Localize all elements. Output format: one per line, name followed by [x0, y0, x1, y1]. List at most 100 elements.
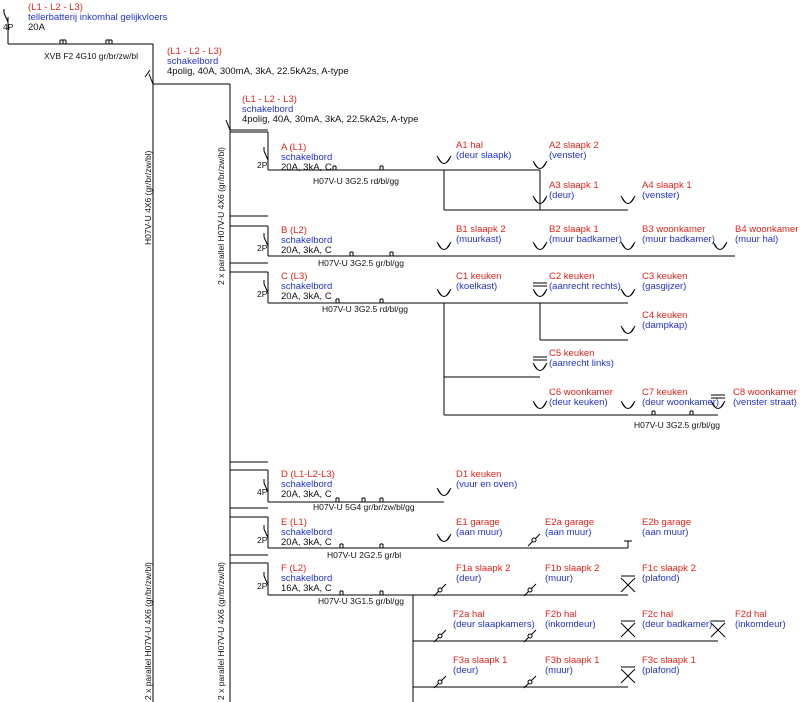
socket-leg: [542, 160, 548, 168]
load-b3-loc: (muur badkamer): [642, 234, 715, 245]
circuit-b-id: B (L2): [281, 225, 307, 236]
load-b1-name: B1 slaapk 2: [456, 224, 506, 235]
load-b1-loc: (muurkast): [456, 234, 502, 245]
socket-leg: [630, 195, 636, 203]
socket-leg: [620, 241, 626, 249]
socket-leg: [532, 195, 538, 203]
circuit-b-board: schakelbord: [281, 235, 333, 246]
load-a3-name: A3 slaapk 1: [549, 180, 599, 191]
sub2-vcable2: 2 x parallel H07V-U 4X6 (gr/br/zw/bl): [216, 562, 226, 700]
circuit-d-cable: H07V-U 5G4 gr/br/zw/bl/gg: [313, 502, 415, 512]
socket-leg: [542, 288, 548, 296]
circuit-f-id: F (L2): [281, 563, 307, 574]
load-c1-loc: (koelkast): [456, 281, 498, 292]
circuit-d-poles: 4P: [257, 487, 268, 497]
load-c5-loc: (aanrecht links): [549, 358, 614, 369]
load-f2b-name: F2b hal: [545, 609, 577, 620]
main-breaker: [3, 12, 9, 23]
sub1-vcable2: 2 x parallel H07V-U 4X6 (gr/br/zw/bl): [143, 562, 153, 700]
load-c3-name: C3 keuken: [642, 271, 688, 282]
breaker-symbol: [263, 236, 269, 247]
switch-dot: [527, 587, 533, 593]
socket-leg: [532, 160, 538, 168]
load-f2d-name: F2d hal: [735, 609, 767, 620]
load-c4-name: C4 keuken: [642, 310, 688, 321]
load-c8-name: C8 woonkamer: [733, 387, 797, 398]
load-e2a-loc: (aan muur): [545, 527, 592, 538]
circuit-e-board: schakelbord: [281, 527, 333, 538]
load-f2c-name: F2c hal: [642, 609, 674, 620]
load-c2-name: C2 keuken: [549, 271, 595, 282]
load-f2a-loc: (deur slaapkamers): [453, 619, 535, 630]
load-f1b-name: F1b slaapk 2: [545, 563, 600, 574]
switch-dot: [527, 679, 533, 685]
socket-leg: [712, 241, 718, 249]
sub2-breaker: [225, 119, 231, 131]
switch-dot: [437, 679, 443, 685]
socket-leg: [532, 288, 538, 296]
circuit-d-spec: 20A, 3kA, C: [281, 489, 332, 500]
load-e1-loc: (aan muur): [456, 527, 503, 538]
load-f3c-name: F3c slaapk 1: [642, 655, 696, 666]
circuit-a-id: A (L1): [281, 142, 307, 153]
sub2-spec: 4polig, 40A, 30mA, 3kA, 22.5kA2s, A-type: [242, 114, 419, 125]
switch-dot: [437, 587, 443, 593]
load-c6-name: C6 woonkamer: [549, 387, 613, 398]
main-poles: 4P: [3, 22, 14, 32]
load-a2-loc: (venster): [549, 150, 587, 161]
main-rating: 20A: [28, 22, 45, 33]
load-e2b-name: E2b garage: [642, 517, 692, 528]
breaker-symbol: [263, 528, 269, 539]
circuit-b-poles: 2P: [257, 243, 268, 253]
lamp-symbol: [620, 577, 636, 593]
lamp-symbol: [620, 622, 636, 638]
load-f2d-loc: (inkomdeur): [735, 619, 786, 630]
circuit-f-board: schakelbord: [281, 573, 333, 584]
load-c4-loc: (dampkap): [642, 320, 688, 331]
load-f1a-loc: (deur): [456, 573, 482, 584]
load-f1b-loc: (muur): [545, 573, 573, 584]
main-title: tellerbatterij inkomhal gelijkvloers: [28, 12, 168, 23]
socket-leg: [542, 400, 548, 408]
main-phases: (L1 - L2 - L3): [28, 2, 83, 13]
load-f1c-loc: (plafond): [642, 573, 680, 584]
socket-leg: [446, 487, 452, 495]
socket-leg: [620, 288, 626, 296]
socket-leg: [436, 155, 442, 163]
load-b3-name: B3 woonkamer: [642, 224, 706, 235]
load-c7-loc: (deur woonkamer): [642, 397, 720, 408]
circuit-c-spec: 20A, 3kA, C: [281, 291, 332, 302]
socket-leg: [630, 288, 636, 296]
socket-leg: [620, 325, 626, 333]
load-f2c-loc: (deur badkamer): [642, 619, 713, 630]
circuit-b-cable: H07V-U 3G2.5 gr/bl/gg: [318, 258, 404, 268]
load-a4-name: A4 slaapk 1: [642, 180, 692, 191]
circuit-a-cable: H07V-U 3G2.5 rd/bl/gg: [313, 176, 399, 186]
sub1-title: schakelbord: [167, 56, 219, 67]
sub2-vcable1: 2 x parallel H07V-U 4X6 (gr/br/zw/bl): [216, 147, 226, 285]
circuit-b-spec: 20A, 3kA, C: [281, 245, 332, 256]
switch-dot: [437, 633, 443, 639]
circuit-f-cable: H07V-U 3G1.5 gr/bl/gg: [318, 596, 404, 606]
socket-leg: [620, 195, 626, 203]
switch-dot: [527, 633, 533, 639]
lamp-symbol: [710, 622, 726, 638]
circuit-d-id: D (L1-L2-L3): [281, 469, 335, 480]
socket-leg: [542, 241, 548, 249]
load-f3b-name: F3b slaapk 1: [545, 655, 600, 666]
socket-leg: [446, 241, 452, 249]
circuit-f-poles: 2P: [257, 581, 268, 591]
socket-leg: [630, 400, 636, 408]
load-a2-name: A2 slaapk 2: [549, 140, 599, 151]
socket-leg: [532, 241, 538, 249]
load-b4-name: B4 woonkamer: [735, 224, 799, 235]
sub1-breaker: [148, 73, 154, 85]
load-d1-loc: (vuur en oven): [456, 479, 518, 490]
circuit-a-spec: 20A, 3kA, C: [281, 162, 332, 173]
circuit-c-cable: H07V-U 3G2.5 rd/bl/gg: [322, 304, 408, 314]
load-f2a-name: F2a hal: [453, 609, 485, 620]
switch-dot: [531, 537, 537, 543]
c7-cable: H07V-U 3G2.5 gr/bl/gg: [634, 420, 720, 430]
main-cable: XVB F2 4G10 gr/br/zw/bl: [44, 51, 139, 61]
